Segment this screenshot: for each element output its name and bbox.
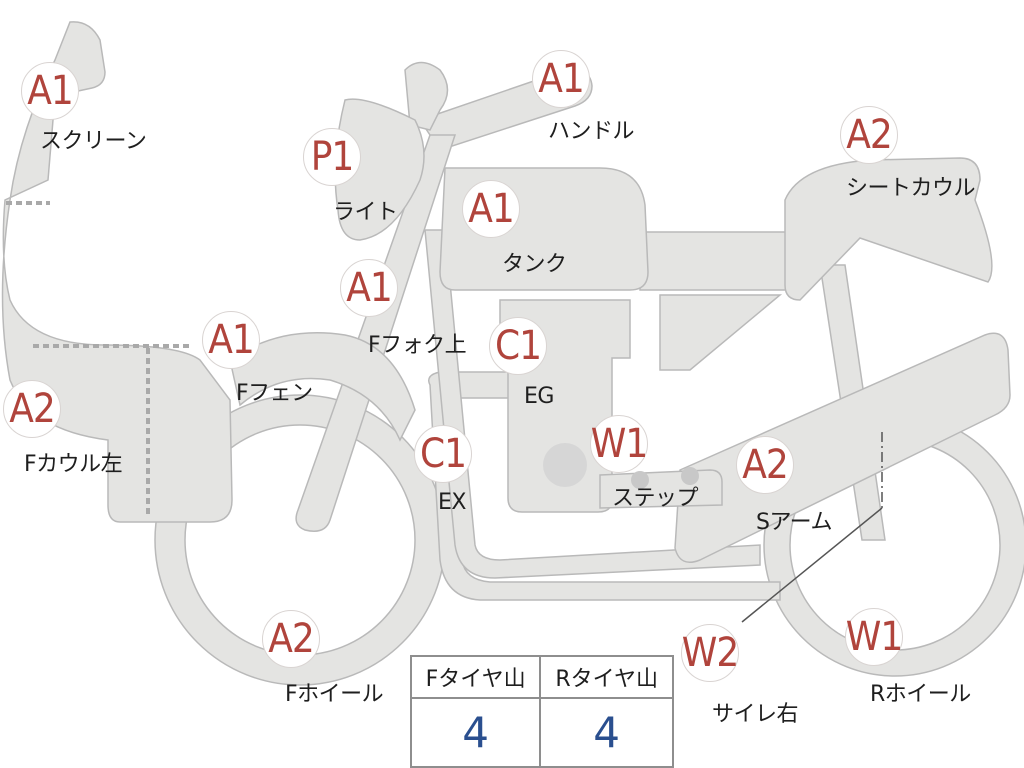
grade-badge-front-fender: A1 [202,311,260,369]
label-handle: ハンドル [548,119,635,144]
label-silencer-right: サイレ右 [712,702,799,727]
seat-cowl-shape [784,157,993,301]
grade-badge-front-cowl-left: A2 [3,380,61,438]
label-tank: タンク [502,252,567,277]
front-fork-shape [295,134,457,532]
grade-badge-handle: A1 [532,50,590,108]
label-swing-arm: Sアーム [756,510,833,535]
grade-badge-seat-cowl: A2 [840,106,898,164]
grade-badge-light: P1 [303,128,361,186]
grade-badge-front-fork-upper: A1 [340,259,398,317]
grade-badge-screen: A1 [21,62,79,120]
exhaust-pipe-shape [428,371,781,601]
side-cover-shape [659,294,783,371]
front-wheel-shape [155,395,445,685]
label-step: ステップ [612,486,699,511]
step-peg-1 [631,471,649,489]
silencer-leader-line [741,507,883,623]
grade-badge-engine: C1 [489,317,547,375]
label-front-cowl-left: Fカウル左 [24,452,123,477]
rear-tread-header: Rタイヤ山 [539,655,674,699]
label-front-wheel: Fホイール [285,682,384,707]
grade-badge-front-wheel: A2 [262,610,320,668]
grade-badge-silencer-right: W2 [681,624,739,682]
front-tread-header: Fタイヤ山 [409,655,542,699]
label-screen: スクリーン [40,129,147,154]
label-seat-cowl: シートカウル [846,176,976,201]
lower-frame-shape [424,229,761,579]
label-rear-wheel: Rホイール [870,682,971,707]
mirror-shape [404,61,449,131]
label-light: ライト [333,200,398,225]
tire-tread-table: Fタイヤ山 Rタイヤ山 4 4 [409,655,674,768]
label-engine: EG [524,384,554,409]
grade-badge-tank: A1 [462,180,520,238]
step-peg-2 [681,467,699,485]
front-fender-shape [229,332,416,442]
grade-badge-step: W1 [590,415,648,473]
grade-badge-rear-wheel: W1 [845,608,903,666]
rear-tread-value: 4 [539,697,674,768]
front-tread-value: 4 [409,697,542,768]
engine-cover [543,443,587,487]
swing-arm-shape [674,332,1011,563]
grade-badge-exhaust: C1 [414,425,472,483]
side-panel-shape [639,231,791,291]
label-exhaust: EX [438,490,466,515]
grade-badge-swing-arm: A2 [736,436,794,494]
label-front-fork-upper: Fフォク上 [368,333,467,358]
label-front-fender: Fフェン [236,381,313,406]
